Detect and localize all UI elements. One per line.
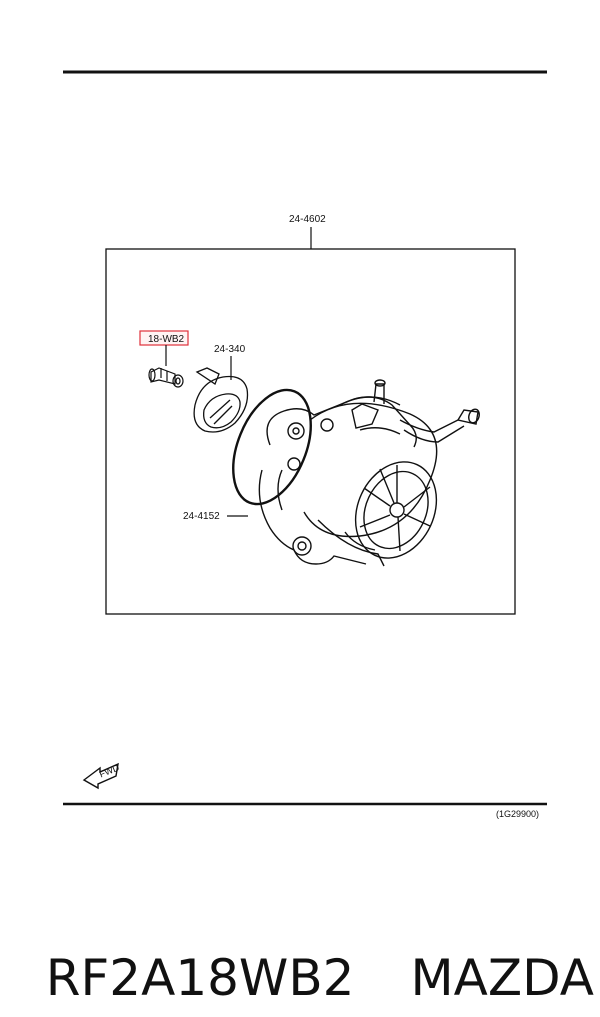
- highlight-box: [139, 330, 189, 346]
- oring-part: [232, 388, 312, 506]
- label-gasket: 24-340: [214, 344, 246, 355]
- fwd-arrow-icon: [82, 762, 119, 790]
- part-number: RF2A18WB2: [45, 949, 355, 1007]
- brand-name: MAZDA: [410, 949, 594, 1007]
- coupling-part: [193, 367, 249, 433]
- check-valve-part: [148, 367, 184, 388]
- label-assembly: 24-4602: [289, 214, 326, 225]
- figure-code: (1G29900): [496, 809, 539, 819]
- assembly-frame: [105, 248, 516, 615]
- label-fwd: FWD: [98, 762, 121, 779]
- label-highlighted-part: 18-WB2: [148, 334, 185, 345]
- vacuum-pump-body: [258, 379, 480, 567]
- label-oring: 24-4152: [183, 511, 220, 522]
